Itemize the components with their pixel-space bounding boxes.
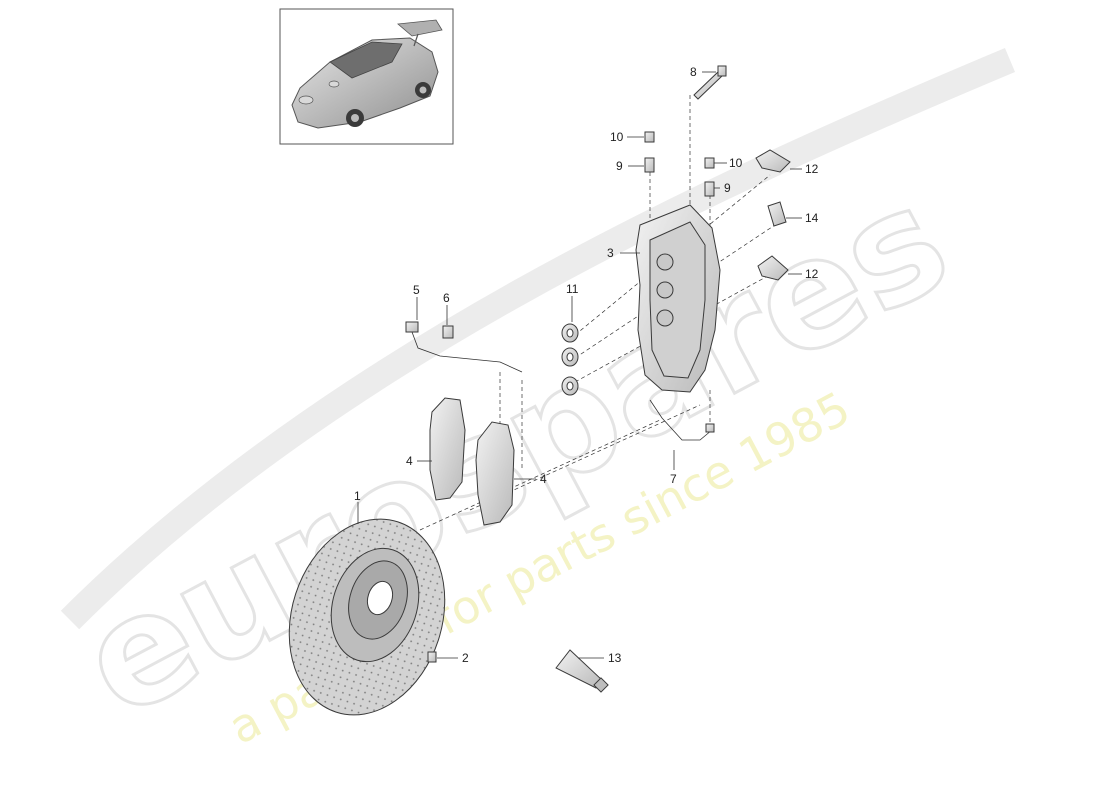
wear-sensor-caliper[interactable]: [649, 399, 715, 441]
callout-1: 1: [354, 489, 361, 503]
wear-sensor[interactable]: [405, 321, 523, 373]
disc-screw[interactable]: [427, 651, 437, 663]
callout-12-top: 12: [805, 162, 819, 176]
callout-8: 8: [690, 65, 697, 79]
callout-9-right: 9: [724, 181, 731, 195]
bleeder-cap-left[interactable]: [644, 131, 655, 143]
callout-12-bottom: 12: [805, 267, 819, 281]
callout-14: 14: [805, 211, 819, 225]
caliper-bolt[interactable]: [693, 65, 727, 100]
brake-pad-inner[interactable]: [429, 397, 466, 501]
callout-4-inner: 4: [406, 454, 413, 468]
callout-6: 6: [443, 291, 450, 305]
sensor-clip[interactable]: [442, 325, 454, 339]
callout-7: 7: [670, 472, 677, 486]
callout-2: 2: [462, 651, 469, 665]
callout-3: 3: [607, 246, 614, 260]
watermark: eurospares a passion for parts since 198…: [54, 48, 1016, 755]
callout-13: 13: [608, 651, 622, 665]
spreader-spring-bottom[interactable]: [757, 255, 789, 281]
callout-9-left: 9: [616, 159, 623, 173]
callout-labels: 1 2 3 4 4 5 6 7 8 9 9 10 10 11 12 12 13 …: [354, 65, 819, 665]
bleeder-valve-left[interactable]: [644, 157, 655, 173]
brake-caliper[interactable]: [635, 204, 721, 393]
vehicle-thumbnail: [279, 8, 454, 145]
callout-10-left: 10: [610, 130, 624, 144]
bleeder-valve-right[interactable]: [704, 181, 715, 197]
spreader-spring-top[interactable]: [755, 149, 791, 173]
leader-lines: [357, 71, 802, 659]
brake-pad-outer[interactable]: [475, 421, 515, 526]
watermark-brand: eurospares: [55, 153, 974, 752]
car-image: [291, 19, 443, 129]
retaining-pin[interactable]: [767, 201, 787, 227]
brake-disc[interactable]: [265, 499, 469, 736]
callout-4-outer: 4: [540, 472, 547, 486]
callout-5: 5: [413, 283, 420, 297]
watermark-swoosh: [60, 48, 1016, 630]
callout-10-right: 10: [729, 156, 743, 170]
grease-tube[interactable]: [555, 649, 609, 693]
seal-rings[interactable]: [561, 323, 579, 396]
callout-11: 11: [566, 282, 579, 296]
bleeder-cap-right[interactable]: [704, 157, 715, 169]
